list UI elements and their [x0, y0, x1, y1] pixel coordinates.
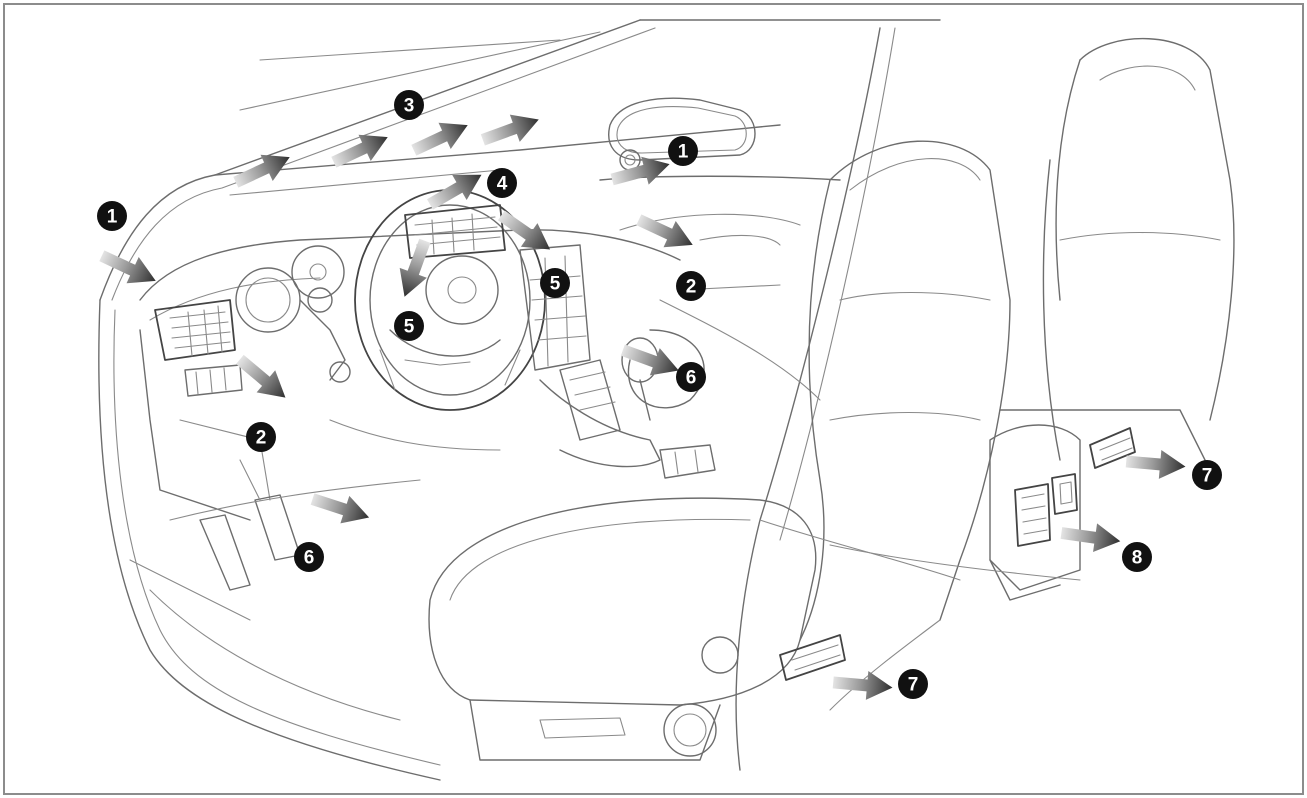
- badge-vent-dash-left-side: 2: [246, 422, 276, 452]
- badge-vent-rear-console: 8: [1122, 542, 1152, 572]
- badge-vent-door-right-side: 2: [676, 271, 706, 301]
- badge-number: 1: [107, 207, 118, 228]
- arrow-left-side: [231, 348, 295, 408]
- badge-vent-center-left: 5: [394, 311, 424, 341]
- arrow-center-left: [391, 236, 439, 302]
- badge-number: 1: [678, 142, 689, 163]
- badge-number: 6: [686, 368, 697, 389]
- arrow-defrost: [423, 162, 489, 217]
- badge-vent-floor-driver: 6: [294, 542, 324, 572]
- badge-number: 5: [404, 317, 415, 338]
- badge-number: 3: [404, 96, 415, 117]
- badge-vent-rear-under-seat-right: 7: [1192, 460, 1222, 490]
- airflow-arrows: [96, 106, 1187, 702]
- car-outline: [99, 20, 1234, 780]
- arrow-door-face: [608, 150, 673, 193]
- badge-number: 7: [1202, 466, 1213, 487]
- arrow-windshield-2: [328, 124, 394, 175]
- badge-number: 8: [1132, 548, 1143, 569]
- badge-number: 2: [256, 428, 267, 449]
- arrow-windshield-3: [408, 112, 474, 163]
- arrow-front-under-seat: [832, 668, 894, 702]
- badge-vent-defrost-center: 4: [487, 168, 517, 198]
- badge-vent-rear-under-seat-front: 7: [898, 669, 928, 699]
- badge-vent-center-right: 5: [540, 268, 570, 298]
- vent-badges: 1 1 2 2 3 4 5 5 6 6 7 7 8: [97, 90, 1222, 699]
- badge-vent-door-right-face: 1: [668, 136, 698, 166]
- arrow-door-side: [633, 207, 699, 258]
- badge-vent-windshield: 3: [394, 90, 424, 120]
- badge-number: 4: [497, 174, 508, 195]
- badge-vent-floor-passenger: 6: [676, 362, 706, 392]
- badge-number: 7: [908, 675, 919, 696]
- badge-number: 6: [304, 548, 315, 569]
- arrow-rear-console: [1059, 519, 1122, 556]
- badge-number: 5: [550, 274, 561, 295]
- badge-number: 2: [686, 277, 697, 298]
- arrow-windshield-4: [478, 106, 544, 154]
- badge-vent-dash-left-face: 1: [97, 201, 127, 231]
